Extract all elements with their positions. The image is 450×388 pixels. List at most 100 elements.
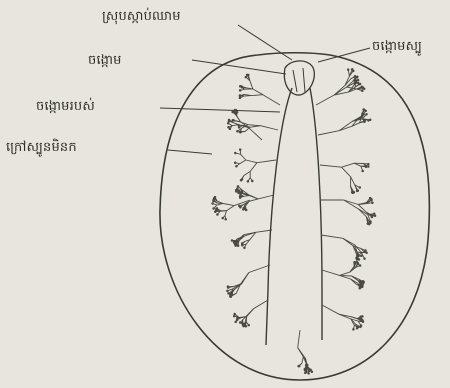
vessel-branch: [250, 163, 257, 172]
vascular-branches: [212, 69, 376, 375]
vessel-branch: [241, 154, 246, 160]
vessel-tip: [308, 373, 310, 375]
vessel-tip: [213, 208, 215, 210]
vessel-branch: [342, 163, 355, 167]
vessel-branch: [261, 126, 278, 130]
vessel-branch: [258, 195, 274, 199]
vessel-tip: [362, 87, 364, 89]
outer-outline: [160, 53, 429, 380]
vessel-tip: [364, 120, 366, 122]
vessel-tip: [298, 365, 300, 367]
vessel-branch: [249, 128, 262, 140]
vessel-tip: [235, 191, 237, 193]
vessel-branch: [340, 272, 350, 275]
vessel-branch: [250, 126, 261, 128]
vessel-tip: [358, 255, 360, 257]
vessel-tip: [236, 243, 238, 245]
label-upper-left-2: ចង្កោមរបស់: [36, 100, 95, 113]
vessel-tip: [234, 109, 236, 111]
vessel-tip: [311, 371, 313, 373]
vessel-tip: [356, 77, 358, 79]
vessel-branch: [220, 211, 227, 212]
vessel-tip: [243, 325, 245, 327]
vessel-tip: [245, 76, 247, 78]
vessel-branch: [344, 200, 358, 209]
vessel-tip: [363, 281, 365, 283]
vessel-tip: [237, 186, 239, 188]
vessel-branch: [241, 273, 249, 284]
label-top-right: ចង្កោមស្បូ: [372, 40, 422, 53]
vessel-tip: [369, 197, 371, 199]
vessel-tip: [240, 207, 242, 209]
vessel-branch: [223, 204, 234, 206]
vessel-tip: [239, 90, 241, 92]
vessel-branch: [233, 122, 239, 124]
label-top-center: ស្រុបស្កាប់ឈាម: [102, 10, 181, 23]
vessel-branch: [254, 300, 268, 309]
vessel-branch: [249, 265, 270, 273]
vessel-tip: [360, 320, 362, 322]
vessel-branch: [249, 199, 258, 201]
label-upper-left: ចង្កោម: [88, 54, 122, 67]
vessel-branch: [217, 204, 223, 206]
vessel-tip: [245, 209, 247, 211]
vessel-tip: [237, 131, 239, 133]
vessel-tip: [241, 179, 243, 181]
vessel-tip: [217, 214, 219, 216]
vessel-tip: [358, 259, 360, 261]
vessel-tip: [354, 261, 356, 263]
vessel-tip: [242, 322, 244, 324]
vessel-tip: [364, 251, 366, 253]
vessel-tip: [366, 252, 368, 254]
vessel-tip: [347, 69, 349, 71]
vessel-branch: [236, 115, 240, 121]
vessel-tip: [356, 190, 358, 192]
vessel-tip: [364, 258, 366, 260]
vessel-tip: [357, 82, 359, 84]
vessel-tip: [227, 123, 229, 125]
vessel-tip: [361, 252, 363, 254]
vessel-tip: [228, 119, 230, 121]
vessel-tip: [244, 247, 246, 249]
vessel-tip: [231, 240, 233, 242]
vessel-tip: [362, 90, 364, 92]
vessel-tip: [363, 109, 365, 111]
vessel-tip: [214, 196, 216, 198]
vessel-branch: [251, 95, 263, 96]
vessel-branch: [339, 126, 352, 130]
vessel-branch: [342, 167, 351, 177]
vessel-tip: [230, 296, 232, 298]
vessel-branch: [350, 317, 357, 319]
vessel-branch: [263, 95, 280, 105]
vessel-tip: [370, 222, 372, 224]
vessel-tip: [240, 194, 242, 196]
vessel-tip: [359, 187, 361, 189]
vessel-branch: [247, 309, 254, 317]
vessel-tip: [356, 258, 358, 260]
vessel-tip: [236, 319, 238, 321]
vessel-branch: [244, 171, 250, 175]
vessel-branch: [257, 160, 276, 163]
vessel-tip: [228, 293, 230, 295]
vessel-tip: [239, 149, 241, 151]
vessel-tip: [372, 202, 374, 204]
vessel-tip: [233, 120, 235, 122]
vessel-tip: [233, 315, 235, 317]
vessel-tip: [216, 208, 218, 210]
vessel-tip: [237, 245, 239, 247]
vessel-branch: [322, 305, 339, 314]
vessel-branch: [246, 160, 257, 163]
vessel-branch: [227, 206, 235, 211]
vessel-tip: [234, 313, 236, 315]
vessel-tip: [362, 320, 364, 322]
vessel-tip: [359, 265, 361, 267]
vessel-branch: [340, 275, 352, 276]
vessel-tip: [360, 326, 362, 328]
vessel-tip: [356, 327, 358, 329]
vessel-tip: [239, 97, 241, 99]
vessel-branch: [253, 89, 263, 95]
vessel-tip: [236, 165, 238, 167]
vessel-tip: [368, 166, 370, 168]
vessel-tip: [235, 152, 237, 154]
